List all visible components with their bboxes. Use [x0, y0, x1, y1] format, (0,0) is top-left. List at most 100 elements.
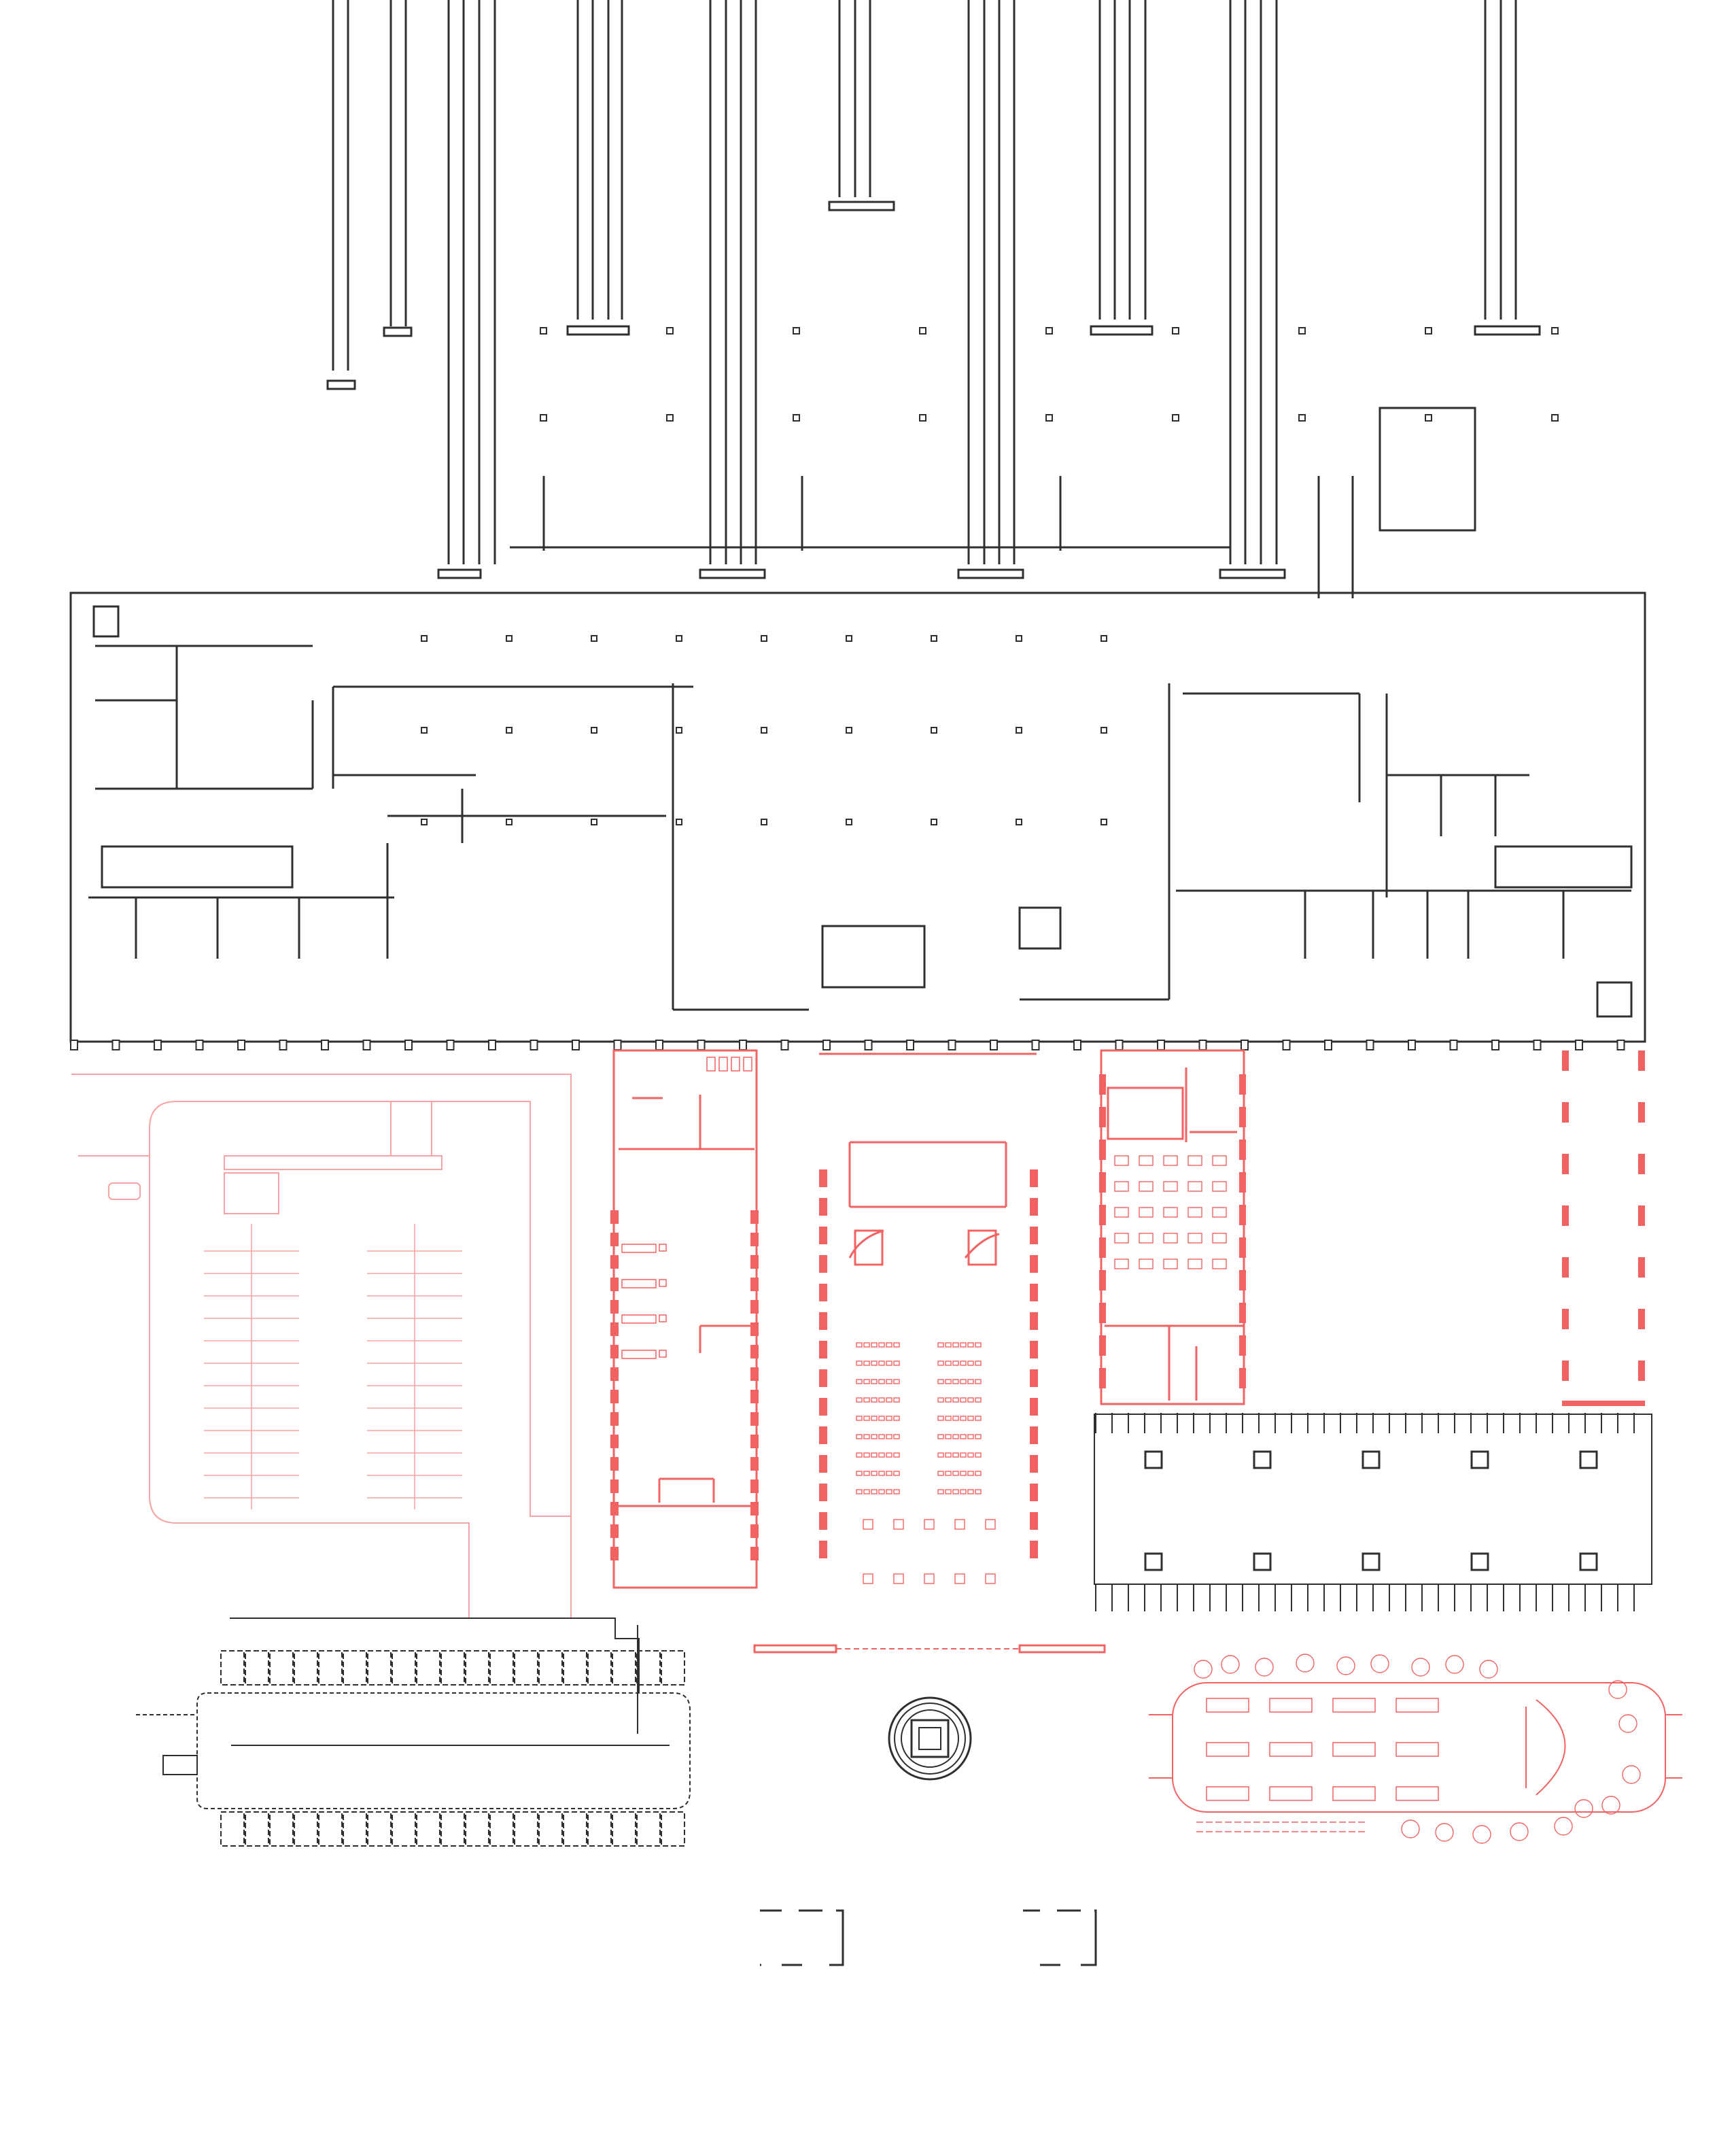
wall-segment: [1030, 1227, 1038, 1244]
tree: [1608, 1680, 1627, 1699]
wall-segment: [610, 1479, 619, 1493]
column: [1016, 727, 1022, 734]
bus-bay: [269, 1650, 294, 1686]
wall-segment: [750, 1524, 759, 1538]
seat: [856, 1471, 863, 1476]
column: [846, 727, 852, 734]
column: [761, 727, 767, 734]
seat: [893, 1416, 900, 1421]
structural-columns: [70, 327, 1625, 1050]
cafe-table: [1163, 1259, 1178, 1269]
east-wing-partitions: [1176, 692, 1631, 959]
wall-segment: [1239, 1107, 1246, 1127]
colonnade-pillar: [1562, 1205, 1569, 1226]
bus-bay: [318, 1650, 343, 1686]
wall-segment: [610, 1524, 619, 1538]
facade-column: [1616, 1040, 1625, 1050]
wall-segment: [750, 1322, 759, 1336]
column: [540, 414, 547, 422]
platform-column: [1144, 1552, 1163, 1571]
roundabout: [753, 1644, 1106, 1781]
seat: [893, 1379, 900, 1384]
seat: [871, 1434, 878, 1439]
bus-lane: [196, 1692, 691, 1809]
wall-segment: [610, 1300, 619, 1314]
bus-bay: [636, 1650, 661, 1686]
seat: [975, 1416, 982, 1421]
tree: [1618, 1714, 1637, 1733]
seat: [886, 1416, 892, 1421]
chair: [659, 1244, 667, 1252]
wall-segment: [819, 1455, 827, 1473]
facade-column: [613, 1040, 622, 1050]
colonnade-threshold: [1562, 1401, 1645, 1406]
column: [1172, 414, 1179, 422]
bus-bay: [612, 1811, 636, 1847]
parking-ramp: [390, 1101, 432, 1157]
seat: [863, 1397, 870, 1403]
column: [676, 727, 682, 734]
colonnade-pillar: [1562, 1154, 1569, 1174]
facade-column: [1449, 1040, 1458, 1050]
seat: [975, 1489, 982, 1494]
bus-bay: [440, 1811, 465, 1847]
seat: [952, 1342, 959, 1348]
bus-bay: [245, 1811, 269, 1847]
column: [919, 414, 926, 422]
tree: [1296, 1654, 1315, 1673]
column: [591, 635, 597, 642]
facade-column: [948, 1040, 956, 1050]
wall-segment: [1030, 1455, 1038, 1473]
track-buffer: [828, 201, 895, 211]
parking-stairs: [224, 1172, 279, 1214]
wall-segment: [1099, 1368, 1106, 1388]
cafe-table: [1139, 1259, 1154, 1269]
service-block-partitions: [619, 1095, 755, 1507]
rail-tracks: [326, 0, 1541, 579]
seat: [878, 1452, 885, 1458]
service-wall-segments: [610, 1210, 759, 1560]
wall-segment: [1030, 1369, 1038, 1387]
tree: [1554, 1817, 1573, 1836]
bus-bay: [416, 1811, 440, 1847]
garden-amphitheatre: [1525, 1699, 1566, 1796]
toilet-cubicle: [743, 1057, 752, 1072]
kiosk-left: [760, 1909, 844, 1966]
wall-segment: [1239, 1237, 1246, 1258]
seat: [967, 1361, 974, 1366]
seat: [975, 1471, 982, 1476]
desk: [621, 1314, 657, 1324]
facade-column: [906, 1040, 914, 1050]
seat: [937, 1342, 944, 1348]
seat: [878, 1416, 885, 1421]
seat: [878, 1361, 885, 1366]
west-wing-partitions: [88, 645, 693, 959]
wall-segment: [750, 1345, 759, 1358]
wall-segment: [610, 1345, 619, 1358]
seat: [878, 1379, 885, 1384]
chair: [659, 1350, 667, 1358]
seat: [871, 1471, 878, 1476]
colonnade-pillar: [1562, 1361, 1569, 1381]
colonnade-pillar: [1638, 1309, 1645, 1329]
column: [421, 635, 428, 642]
column: [666, 327, 674, 335]
column: [793, 327, 800, 335]
cafe-block-outline: [1100, 1049, 1245, 1405]
seat: [960, 1397, 967, 1403]
tree: [1435, 1823, 1454, 1842]
seat: [886, 1361, 892, 1366]
column: [591, 727, 597, 734]
wall-segment: [1030, 1484, 1038, 1501]
wall-segment: [1030, 1426, 1038, 1444]
tree: [1472, 1825, 1491, 1844]
facade-column: [237, 1040, 245, 1050]
seat: [893, 1397, 900, 1403]
column: [1172, 327, 1179, 335]
wall-segment: [819, 1541, 827, 1558]
kiosk-right: [1023, 1909, 1097, 1966]
cafe-table: [1163, 1207, 1178, 1218]
column: [1045, 327, 1053, 335]
wall-segment: [750, 1547, 759, 1560]
facade-column: [990, 1040, 998, 1050]
